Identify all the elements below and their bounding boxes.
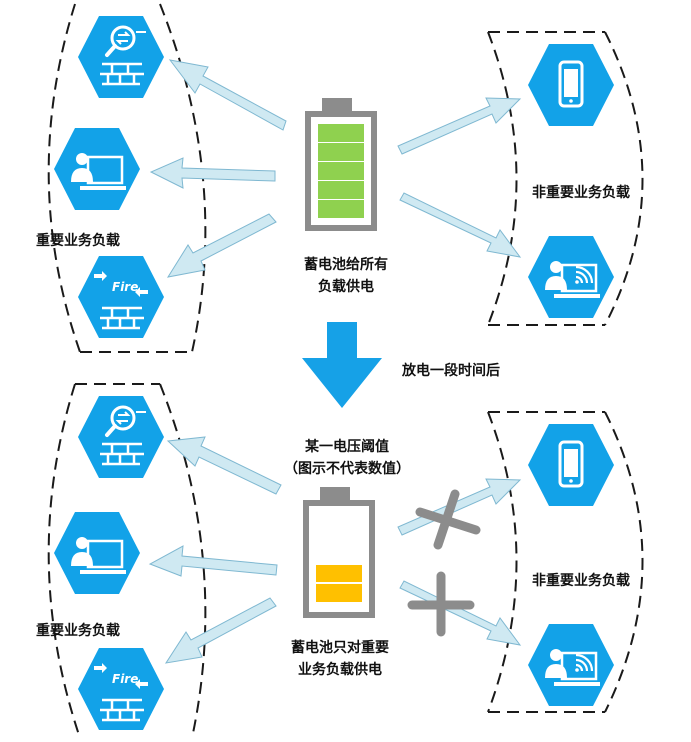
mobile-phone-icon [526, 420, 616, 510]
firewall-fire-icon: Fire [76, 252, 166, 342]
nonimportant-loads-label-bottom: 非重要业务负载 [532, 573, 630, 589]
supply-arrows-bottom-left [148, 436, 282, 664]
important-loads-label: 重要业务负载 [36, 233, 120, 249]
battery-caption-bottom: 蓄电池只对重要 业务负载供电 [270, 637, 410, 681]
battery-caption-line: 负载供电 [318, 279, 374, 295]
important-loads-label-bottom: 重要业务负载 [36, 623, 120, 639]
nonimportant-group-outline [487, 31, 644, 326]
workstation-icon [52, 508, 142, 598]
wireless-laptop-icon [526, 232, 616, 322]
battery-low [303, 487, 375, 618]
supply-arrows-top-left [149, 59, 287, 278]
threshold-caption-line: 某一电压阈值 [305, 439, 389, 455]
nonimportant-loads-label: 非重要业务负载 [532, 185, 630, 201]
battery-caption-top: 蓄电池给所有 负载供电 [286, 254, 406, 298]
firewall-fire-icon: Fire [76, 644, 166, 734]
battery-caption-line: 蓄电池给所有 [304, 257, 388, 273]
firewall-swap-icon [76, 12, 166, 102]
nonimportant-group-outline-bottom [487, 411, 644, 713]
battery-caption-line: 蓄电池只对重要 [291, 640, 389, 656]
threshold-caption: 某一电压阈值 （图示不代表数值） [262, 436, 432, 480]
threshold-caption-line: （图示不代表数值） [284, 461, 410, 477]
wireless-laptop-icon [526, 620, 616, 710]
fire-text: Fire [112, 280, 138, 294]
transition-label: 放电一段时间后 [402, 363, 500, 379]
supply-arrows-top-right [397, 97, 522, 258]
blocked-arrows-bottom-right [397, 478, 522, 646]
workstation-icon [52, 124, 142, 214]
mobile-phone-icon [526, 40, 616, 130]
firewall-swap-icon [76, 392, 166, 482]
transition-arrow [302, 322, 382, 408]
cross-icon [407, 489, 481, 637]
battery-caption-line: 业务负载供电 [298, 662, 382, 678]
battery-full [305, 98, 377, 231]
fire-text: Fire [112, 672, 138, 686]
